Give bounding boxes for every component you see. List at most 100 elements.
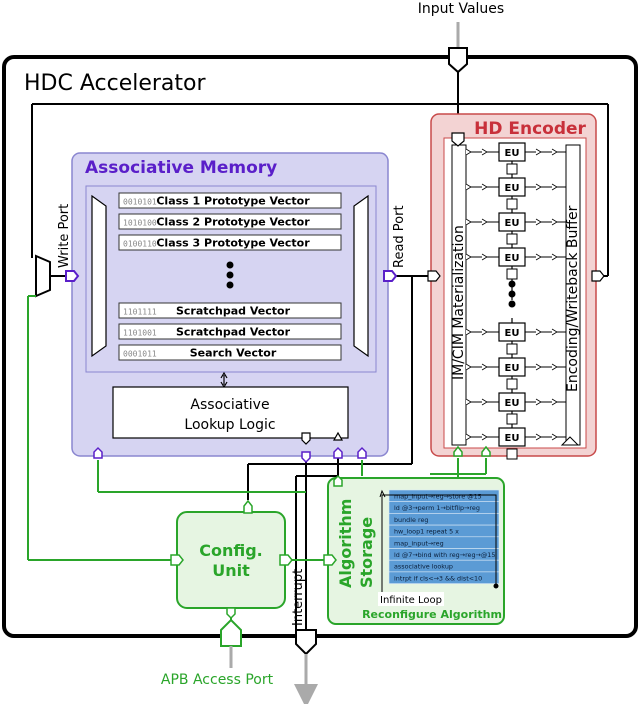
eu-wire-arrow — [465, 253, 472, 261]
eu-wire-arrow — [481, 183, 488, 191]
eu-label: EU — [505, 253, 520, 264]
eu-unit: EU — [465, 427, 566, 460]
apb-port-label: APB Access Port — [161, 672, 274, 688]
eu-unit: EU — [465, 212, 566, 245]
eu-unit: EU — [465, 392, 566, 425]
read-port-label: Read Port — [392, 205, 407, 268]
eu-wire-arrow — [481, 253, 488, 261]
eu-wire-arrow — [481, 218, 488, 226]
read-port-connector — [383, 270, 398, 282]
encoder-output-port — [591, 270, 605, 282]
algorithm-left-port — [323, 554, 337, 566]
eu-register — [506, 448, 518, 460]
materialization-label: IM/CIM Materialization — [451, 225, 467, 380]
associative-memory-title: Associative Memory — [85, 158, 277, 178]
memory-row-label: Class 1 Prototype Vector — [156, 195, 310, 208]
memory-row-label: Class 3 Prototype Vector — [156, 237, 310, 250]
eu-label: EU — [505, 398, 520, 409]
memory-row: 0010101 Class 1 Prototype Vector — [118, 192, 342, 209]
eu-unit: EU — [465, 247, 566, 280]
memory-row: 1010100 Class 2 Prototype Vector — [118, 213, 342, 230]
writeback-buffer-label: Encoding/Writeback Buffer — [565, 205, 581, 392]
eu-wire-arrow — [551, 148, 558, 156]
assoc-algo-port — [333, 446, 343, 459]
encoder-config-port — [453, 445, 463, 457]
eu-wire-arrow — [551, 433, 558, 441]
eu-label: EU — [505, 363, 520, 374]
eu-wire-arrow — [551, 328, 558, 336]
algorithm-title-line1: Algorithm — [336, 499, 355, 588]
lookup-logic-line1: Associative — [190, 397, 269, 413]
eu-wire-arrow — [535, 148, 542, 156]
eu-wire-arrow — [465, 148, 472, 156]
eu-wire-arrow — [481, 363, 488, 371]
eu-wire-arrow — [535, 433, 542, 441]
write-port-connector — [65, 270, 80, 282]
instruction-text: map_input→reg→store @15 — [394, 493, 482, 501]
instruction-row: hw_loop1 repeat 5 x — [388, 524, 500, 538]
lookup-in-port — [332, 431, 344, 441]
memory-row: 1101111 Scratchpad Vector — [118, 302, 342, 319]
instruction-row: intrpt if cls<→3 && dist<10 — [388, 571, 500, 584]
memory-row: 0100110 Class 3 Prototype Vector — [118, 234, 342, 251]
eu-unit: EU — [465, 357, 566, 390]
eu-wire-arrow — [551, 253, 558, 261]
eu-wire-arrow — [465, 433, 472, 441]
eu-wire-arrow — [465, 328, 472, 336]
eu-register — [506, 413, 518, 425]
eu-label: EU — [505, 218, 520, 229]
assoc-bus-port — [357, 446, 367, 459]
green-wires — [27, 295, 487, 640]
buffer-clock-marker — [560, 436, 580, 446]
black-wires — [31, 72, 609, 630]
eu-wire-arrow — [535, 398, 542, 406]
instruction-text: associative lookup — [394, 563, 453, 571]
write-decoder-shape — [91, 194, 107, 358]
eu-wire-arrow — [535, 328, 542, 336]
config-bottom-port — [226, 607, 236, 620]
eu-register — [506, 378, 518, 390]
eu-wire-arrow — [481, 148, 488, 156]
instruction-row: associative lookup — [388, 559, 500, 573]
instruction-text: ld @3→perm 1→bitflip→reg — [394, 504, 480, 512]
eu-wire-arrow — [465, 218, 472, 226]
config-right-port — [279, 554, 293, 566]
write-port-mux — [35, 254, 51, 298]
eu-wire-arrow — [535, 218, 542, 226]
input-values-label: Input Values — [418, 1, 504, 17]
config-top-port — [243, 499, 253, 514]
eu-wire-arrow — [551, 398, 558, 406]
eu-label: EU — [505, 433, 520, 444]
memory-array-frame — [85, 185, 377, 373]
config-unit-line1: Config. — [199, 541, 263, 560]
config-unit-block — [176, 511, 286, 609]
algorithm-title-line2: Storage — [357, 517, 376, 588]
memory-row: 1101001 Scratchpad Vector — [118, 323, 342, 340]
eu-ellipsis — [508, 280, 516, 308]
algorithm-top-port — [333, 474, 343, 487]
eu-label: EU — [505, 183, 520, 194]
memory-row-bits: 1101001 — [123, 329, 157, 338]
eu-box — [498, 247, 526, 267]
eu-wire-arrow — [535, 253, 542, 261]
eu-label: EU — [505, 148, 520, 159]
input-port-connector — [448, 47, 468, 74]
eu-box — [498, 357, 526, 377]
memory-row-bits: 0001011 — [123, 350, 157, 359]
eu-box — [498, 177, 526, 197]
associative-lookup-logic — [112, 386, 349, 439]
eu-box — [498, 322, 526, 342]
eu-unit: EU — [465, 142, 566, 175]
config-unit-line2: Unit — [212, 561, 250, 580]
reconfigure-algorithm-label: Reconfigure Algorithm — [362, 608, 502, 621]
instruction-row: ld @3→perm 1→bitflip→reg — [388, 501, 500, 514]
eu-wire-arrow — [481, 328, 488, 336]
eu-wire-arrow — [465, 363, 472, 371]
memory-row-label: Search Vector — [190, 347, 277, 360]
lookup-logic-line2: Lookup Logic — [184, 417, 275, 433]
instruction-row: map_input→reg→store @15 — [388, 489, 500, 502]
eu-register — [506, 343, 518, 355]
eu-box — [498, 427, 526, 447]
